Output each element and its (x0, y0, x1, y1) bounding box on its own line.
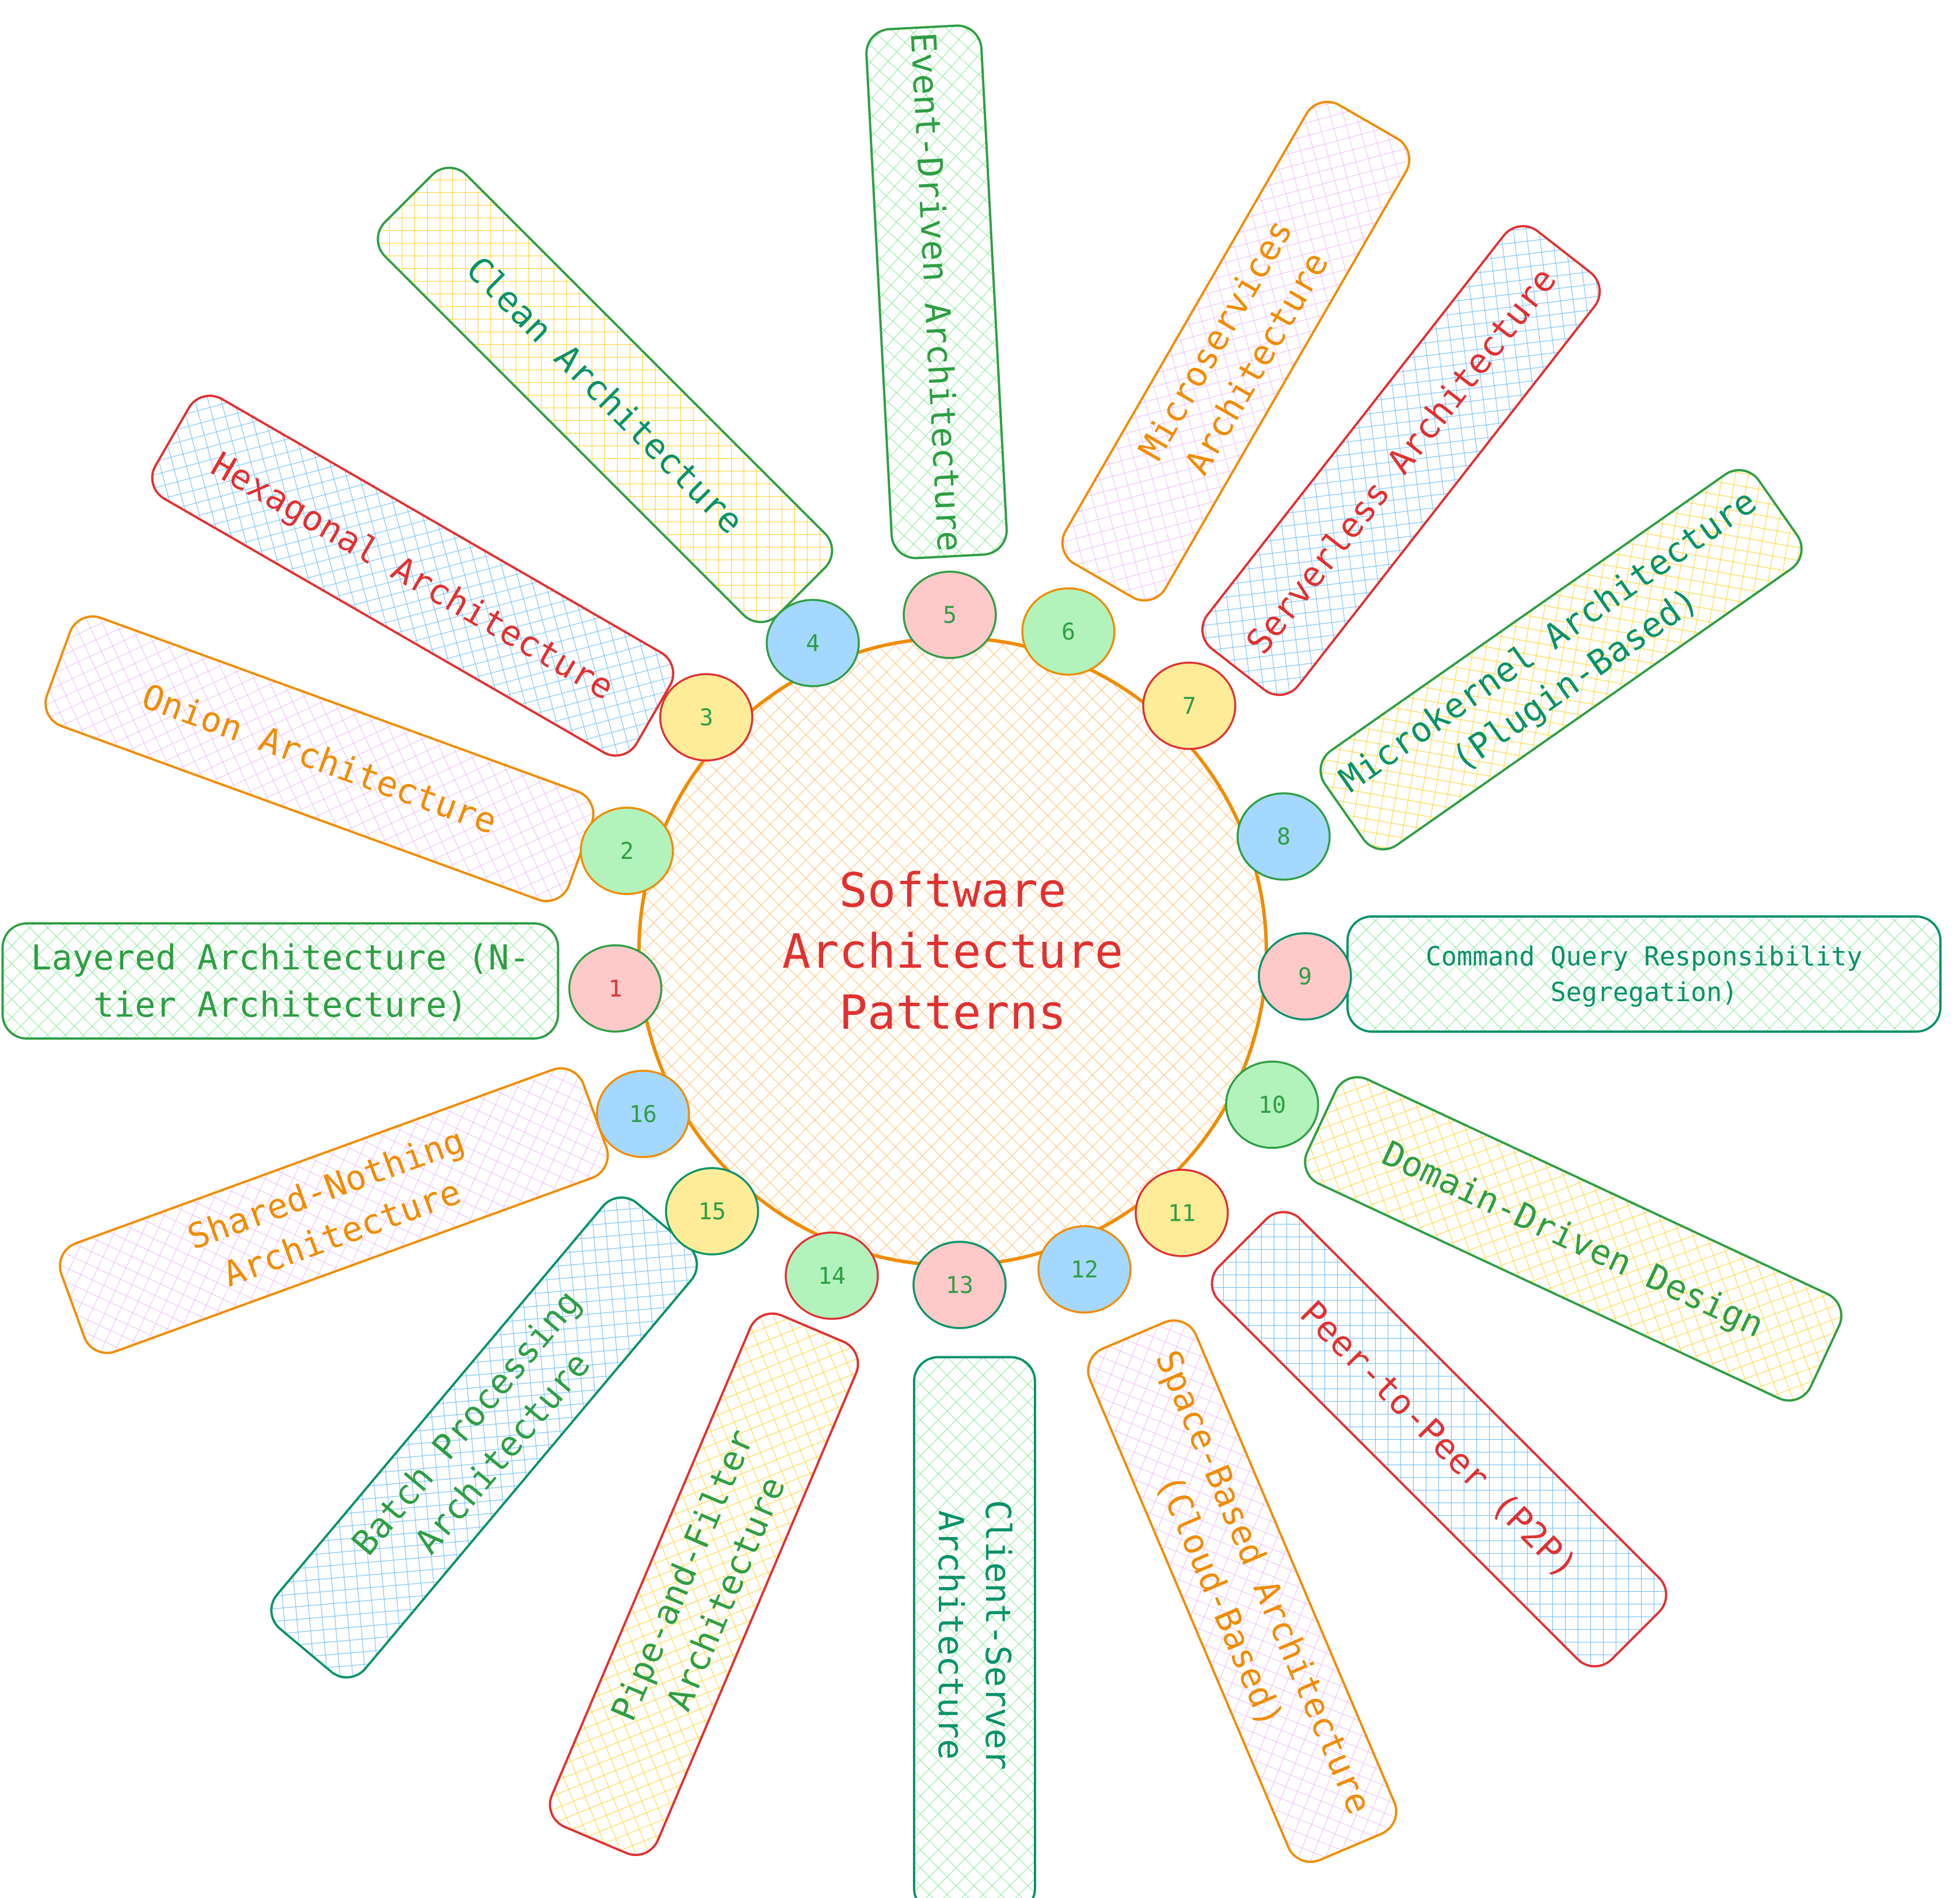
number-badge-15: 15 (665, 1167, 759, 1256)
number-badge-13: 13 (912, 1241, 1007, 1329)
pattern-box-frame (913, 1356, 1036, 1898)
pattern-label-line: Clean Architecture (458, 249, 751, 542)
pattern-label-line: Client-Server (977, 1500, 1018, 1770)
number-badge-circle (766, 599, 860, 687)
pattern-box-frame (1211, 1211, 1668, 1668)
number-badge-5: 5 (903, 570, 997, 659)
number-badge-label: 14 (818, 1263, 846, 1290)
pattern-label-line: Peer-to-Peer (P2P) (1292, 1293, 1585, 1586)
number-badge-14: 14 (785, 1231, 879, 1320)
pattern-label-line: Layered Architecture (N- (31, 938, 530, 978)
number-badge-label: 5 (943, 602, 957, 629)
number-badge-circle (1037, 1225, 1132, 1314)
pattern-box-frame (1346, 915, 1942, 1033)
pattern-box-frame (1087, 1319, 1398, 1863)
number-badge-11: 11 (1135, 1169, 1229, 1257)
number-badge-16: 16 (596, 1070, 690, 1158)
number-badge-label: 15 (698, 1199, 726, 1225)
pattern-box-frame (376, 166, 834, 623)
number-badge-7: 7 (1142, 661, 1236, 750)
number-badge-label: 1 (608, 976, 622, 1002)
number-badge-circle (1258, 932, 1352, 1021)
pattern-label: Layered Architecture (N-tier Architectur… (31, 938, 530, 1025)
pattern-box-frame (865, 24, 1008, 560)
number-badge-label: 4 (806, 630, 820, 657)
number-badge-circle (912, 1241, 1007, 1329)
number-badge-circle (1225, 1060, 1319, 1149)
number-badge-label: 8 (1277, 824, 1291, 850)
number-badge-3: 3 (659, 673, 753, 762)
number-badge-circle (1236, 792, 1331, 881)
number-badge-10: 10 (1225, 1060, 1319, 1149)
pattern-label-line: Hexagonal Architecture (204, 444, 621, 708)
center-title-line: Patterns (839, 986, 1067, 1040)
number-badge-1: 1 (568, 944, 663, 1033)
pattern-label: Peer-to-Peer (P2P) (1292, 1293, 1585, 1586)
number-badge-circle (580, 807, 674, 895)
pattern-label: Hexagonal Architecture (204, 444, 621, 708)
number-badge-circle (903, 570, 997, 659)
number-badge-circle (568, 944, 663, 1033)
number-badge-12: 12 (1037, 1225, 1132, 1314)
pattern-box-frame (1, 922, 560, 1040)
pattern-label-line: tier Architecture) (93, 985, 467, 1025)
number-badge-label: 2 (620, 838, 634, 865)
number-badge-label: 12 (1071, 1257, 1098, 1283)
number-badge-circle (1135, 1169, 1229, 1257)
number-badge-label: 16 (629, 1101, 657, 1128)
pattern-box-frame (59, 1067, 609, 1355)
pattern-label-line: Segregation) (1550, 977, 1737, 1007)
pattern-box-frame (1061, 101, 1411, 602)
number-badge-6: 6 (1021, 587, 1116, 676)
pattern-box-frame (151, 394, 675, 757)
number-badge-circle (785, 1231, 879, 1320)
number-badge-label: 13 (946, 1272, 973, 1299)
pattern-box-5: Event-Driven Architecture (865, 24, 1008, 560)
pattern-box-frame (1319, 469, 1803, 851)
number-badge-circle (659, 673, 753, 762)
number-badge-label: 10 (1258, 1092, 1286, 1119)
number-badge-8: 8 (1236, 792, 1331, 881)
number-badge-label: 7 (1182, 693, 1196, 720)
pattern-box-13: Client-ServerArchitecture (913, 1356, 1036, 1898)
center-title-line: Architecture (782, 925, 1123, 979)
number-badge-circle (1021, 587, 1116, 676)
center-title-line: Software (839, 864, 1067, 918)
pattern-label-line: Architecture (930, 1510, 971, 1759)
pattern-box-frame (1304, 1076, 1843, 1402)
number-badge-4: 4 (766, 599, 860, 687)
number-badge-label: 11 (1168, 1200, 1196, 1227)
pattern-box-frame (1201, 225, 1601, 697)
number-badge-label: 9 (1298, 964, 1312, 990)
number-badge-9: 9 (1258, 932, 1352, 1021)
number-badge-label: 3 (699, 705, 713, 731)
pattern-box-1: Layered Architecture (N-tier Architectur… (1, 922, 560, 1040)
pattern-label-line: Command Query Responsibility (1426, 941, 1863, 972)
pattern-label: Clean Architecture (458, 249, 751, 542)
number-badge-circle (596, 1070, 690, 1158)
pattern-box-frame (549, 1312, 859, 1857)
number-badge-circle (1142, 661, 1236, 750)
number-badge-label: 6 (1061, 619, 1075, 645)
pattern-label: Client-ServerArchitecture (930, 1500, 1018, 1770)
number-badge-circle (665, 1167, 759, 1256)
number-badge-2: 2 (580, 807, 674, 895)
pattern-box-frame (270, 1196, 698, 1679)
